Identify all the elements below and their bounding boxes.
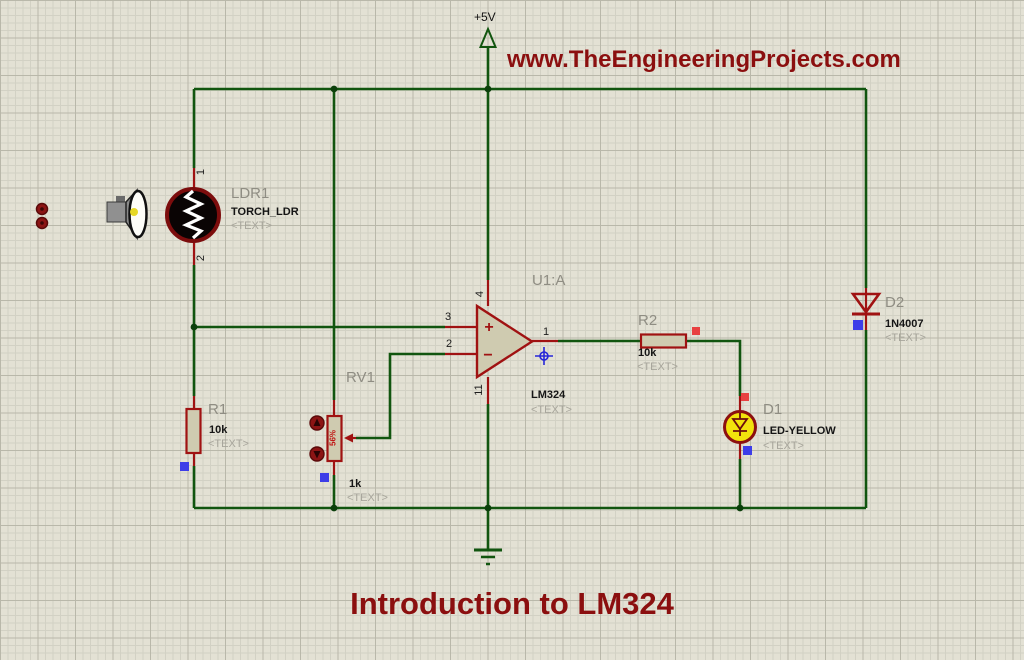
r1-value-label: 10k <box>209 424 228 436</box>
torch-icon[interactable] <box>106 188 148 241</box>
opamp-pin11-label: 11 <box>472 384 485 396</box>
ldr-zigzag-icon <box>181 189 205 240</box>
ldr1-text-placeholder: <TEXT> <box>231 220 272 232</box>
blue-marker <box>743 446 752 455</box>
red-marker <box>692 327 700 335</box>
component-opamp-u1a[interactable] <box>475 303 553 380</box>
opamp-pin3-label: 3 <box>444 310 452 323</box>
rv1-text-placeholder: <TEXT> <box>347 492 388 504</box>
r2-value-label: 10k <box>638 347 657 359</box>
power-arrow-icon <box>479 26 497 48</box>
d2-text-placeholder: <TEXT> <box>885 332 926 344</box>
led-diode-symbol-icon <box>731 413 749 436</box>
ldr1-pin2-label: 2 <box>194 254 207 262</box>
opamp-minus-sign: − <box>483 347 493 365</box>
junction-dots <box>190 85 744 512</box>
rv1-decrease-button[interactable] <box>309 446 325 462</box>
opamp-value-label: LM324 <box>531 389 566 401</box>
opamp-pin2-label: 2 <box>445 337 453 350</box>
component-d1-led[interactable] <box>723 410 757 444</box>
rv1-value-label: 1k <box>349 478 362 490</box>
r2-text-placeholder: <TEXT> <box>637 361 678 373</box>
origin-marker-dots <box>35 202 49 230</box>
rv1-ref-label: RV1 <box>346 369 375 386</box>
d1-ref-label: D1 <box>763 401 783 418</box>
blue-marker <box>853 320 863 330</box>
component-rv1[interactable] <box>309 414 353 463</box>
marker-squares <box>180 320 863 482</box>
website-text: www.TheEngineeringProjects.com <box>507 46 901 73</box>
component-d2-diode[interactable] <box>850 292 882 316</box>
d1-value-label: LED-YELLOW <box>763 425 836 437</box>
page-title: Introduction to LM324 <box>350 586 674 621</box>
ldr1-ref-label: LDR1 <box>231 185 270 202</box>
torch-beam-dot <box>130 208 138 216</box>
blue-marker <box>180 462 189 471</box>
r2-ref-label: R2 <box>638 312 658 329</box>
r1-ref-label: R1 <box>208 401 228 418</box>
ldr1-value-label: TORCH_LDR <box>231 206 299 218</box>
power-rail-label: +5V <box>474 10 496 24</box>
rv1-wiper-arrow-icon <box>344 433 353 443</box>
d1-text-placeholder: <TEXT> <box>763 440 804 452</box>
opamp-ref-label: U1:A <box>532 272 566 289</box>
down-arrow-icon <box>313 451 321 459</box>
ldr1-pin1-label: 1 <box>194 168 207 176</box>
component-r1[interactable] <box>185 407 202 455</box>
opamp-text-placeholder: <TEXT> <box>531 404 572 416</box>
wire-opamp-in-minus <box>356 352 445 440</box>
opamp-pin4-label: 4 <box>473 290 486 298</box>
blue-marker <box>320 473 329 482</box>
up-arrow-icon <box>313 418 321 426</box>
component-ldr1[interactable] <box>165 187 221 243</box>
r1-text-placeholder: <TEXT> <box>208 438 249 450</box>
d2-ref-label: D2 <box>885 294 905 311</box>
rv1-wiper-percent-label: 56% <box>328 429 338 447</box>
opamp-pin1-label: 1 <box>542 325 550 338</box>
opamp-plus-sign: + <box>484 319 494 337</box>
red-marker <box>741 393 749 401</box>
node-target-icon <box>535 347 553 365</box>
component-r2[interactable] <box>639 333 688 349</box>
wire-layer <box>192 26 868 566</box>
d2-value-label: 1N4007 <box>885 318 924 330</box>
rv1-increase-button[interactable] <box>309 415 325 431</box>
wire-output-branch <box>558 339 742 508</box>
